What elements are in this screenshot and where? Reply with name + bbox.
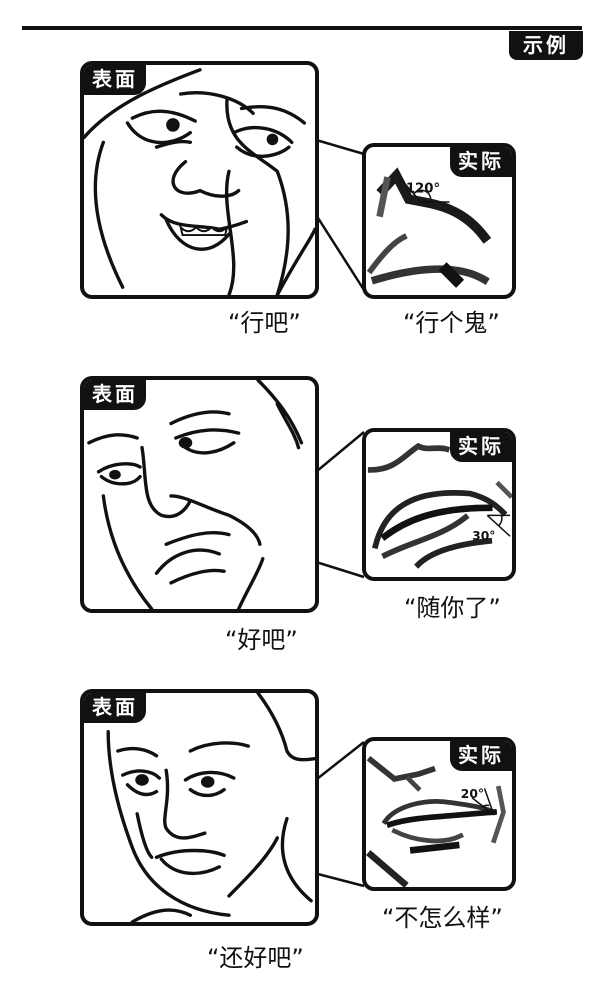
actual-zoom-panel-2: 实际 30° <box>362 428 516 581</box>
angle-annotation: 20° <box>461 787 484 801</box>
actual-caption-2: “随你了” <box>404 594 501 622</box>
top-divider-rule <box>22 26 582 30</box>
surface-label: 表面 <box>84 65 146 95</box>
actual-caption-1: “行个鬼” <box>403 309 500 337</box>
pixelated-lips-closeup: 20° <box>366 755 506 887</box>
surface-panel-1: 表面 <box>80 61 319 299</box>
actual-zoom-panel-1: 实际 120° <box>362 143 516 299</box>
surface-caption-3: “还好吧” <box>207 944 304 972</box>
pixelated-mouth-closeup: 30° <box>367 442 512 569</box>
angle-annotation: 30° <box>472 529 495 543</box>
actual-label: 实际 <box>450 741 512 771</box>
angle-annotation: 120° <box>406 182 440 197</box>
actual-caption-3: “不怎么样” <box>382 904 503 932</box>
face-illustration-neutral <box>106 693 315 922</box>
face-illustration-pursed <box>87 380 304 609</box>
surface-panel-3: 表面 <box>80 689 319 926</box>
face-illustration-smiling <box>84 68 315 295</box>
surface-label: 表面 <box>84 380 146 410</box>
actual-label: 实际 <box>450 147 512 177</box>
surface-caption-2: “好吧” <box>225 626 298 654</box>
pixelated-eyebrow-closeup: 120° <box>366 167 492 288</box>
actual-label: 实际 <box>450 432 512 462</box>
actual-zoom-panel-3: 实际 20° <box>362 737 516 891</box>
surface-caption-1: “行吧” <box>228 309 301 337</box>
surface-label: 表面 <box>84 693 146 723</box>
surface-panel-2: 表面 <box>80 376 319 613</box>
example-tag: 示例 <box>509 31 583 60</box>
